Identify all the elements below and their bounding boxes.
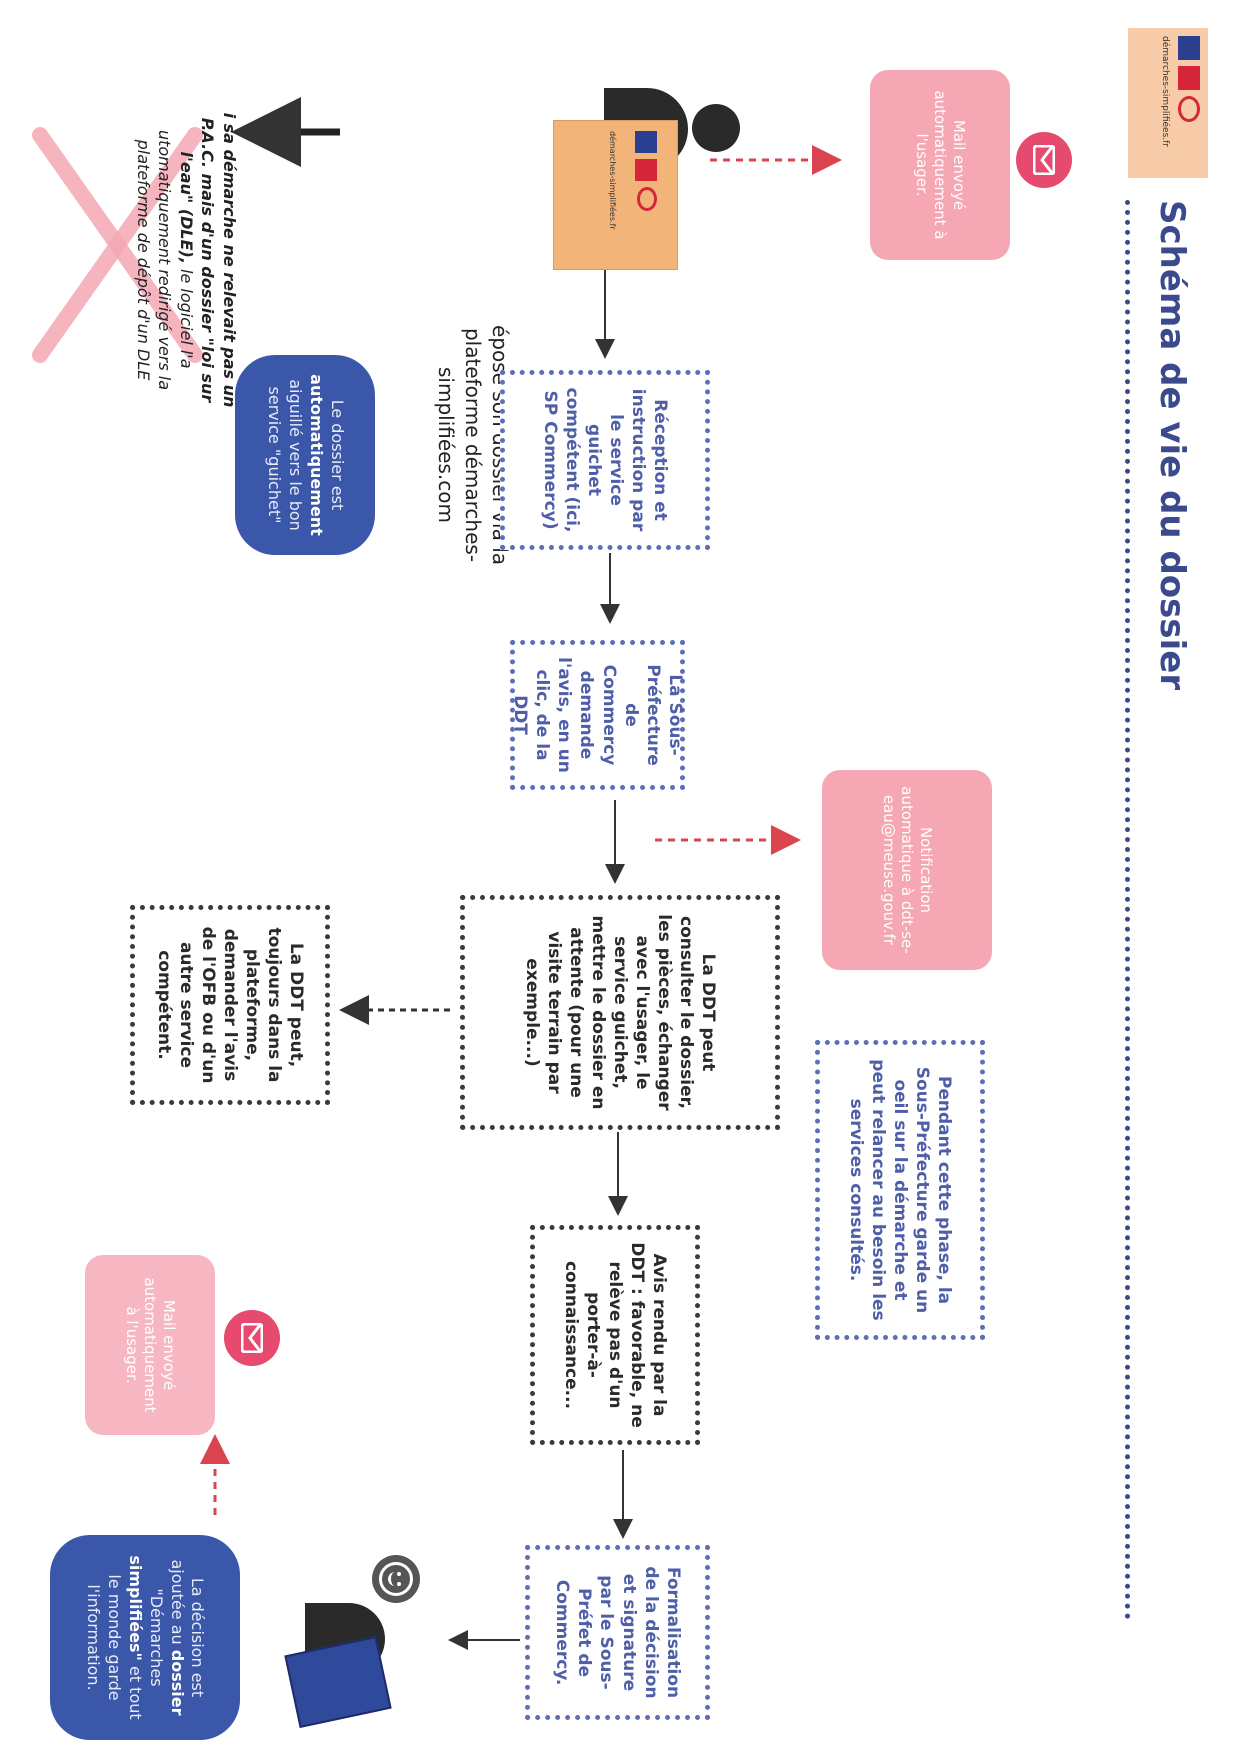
auto-route-bubble: Le dossier est automatiquement aiguillé … [235, 355, 375, 555]
ddt-ofb-box: La DDT peut, toujours dans la plateforme… [130, 905, 330, 1105]
decision-bold-1: dossier [167, 1649, 187, 1716]
formalisation-box: Formalisation de la décision et signatur… [525, 1545, 710, 1720]
avis-rendu-box: Avis rendu par la DDT : favorable, ne re… [530, 1225, 700, 1445]
decision-bubble: La décision est ajoutée au dossier "Déma… [50, 1535, 240, 1740]
page-title: Schéma de vie du dossier [1152, 200, 1192, 691]
person-happy-icon [284, 1545, 440, 1745]
folder-flag-red [635, 159, 657, 181]
decision-text-2: "Démarches [146, 1588, 166, 1687]
mail-icon-bottom [224, 1310, 280, 1366]
auto-route-text-2: aiguillé vers le bon service "guichet" [265, 379, 305, 531]
title-underline [1125, 200, 1130, 1620]
folder-label: démarches-simplifiées.fr [608, 131, 617, 230]
folder-flag-blue [635, 131, 657, 153]
folder-logo [635, 131, 657, 259]
auto-route-bold: automatiquement [306, 374, 326, 536]
smile-icon [372, 1555, 420, 1603]
logo-text: démarches-simplifiées.fr [1160, 36, 1170, 147]
mail-top-box: Mail envoyé automatiquement à l'usager. [870, 70, 1010, 260]
folder-icon: démarches-simplifiées.fr [553, 120, 678, 270]
notification-box: Notification automatique à ddt-se-eau@me… [822, 770, 992, 970]
red-x-stroke-2 [32, 127, 203, 363]
reception-box: Réception et instruction par le service … [500, 370, 710, 550]
sous-prefecture-box: La Sous-Préfecture de Commercy demande l… [510, 640, 685, 790]
person-head [692, 104, 740, 152]
pendant-box: Pendant cette phase, la Sous-Préfecture … [815, 1040, 985, 1340]
redirect-note: i sa démarche ne relevait pas un P.A.C. … [132, 100, 240, 420]
ds-logo: démarches-simplifiées.fr [1128, 28, 1208, 178]
folder-loop-icon [637, 187, 657, 211]
document-stack-icon [284, 1636, 392, 1728]
mail-bottom-box: Mail envoyé automatiquement à l'usager. [85, 1255, 215, 1435]
loop-icon [1178, 96, 1200, 122]
logo-mark [1178, 36, 1200, 170]
decision-bold-2: simplifiées" [126, 1555, 145, 1661]
ddt-consult-box: La DDT peut consulter le dossier, les pi… [460, 895, 780, 1130]
mail-icon-top [1016, 132, 1072, 188]
flag-blue-shape [1178, 36, 1200, 60]
auto-route-text-1: Le dossier est [327, 399, 347, 511]
flag-red-shape [1178, 66, 1200, 90]
